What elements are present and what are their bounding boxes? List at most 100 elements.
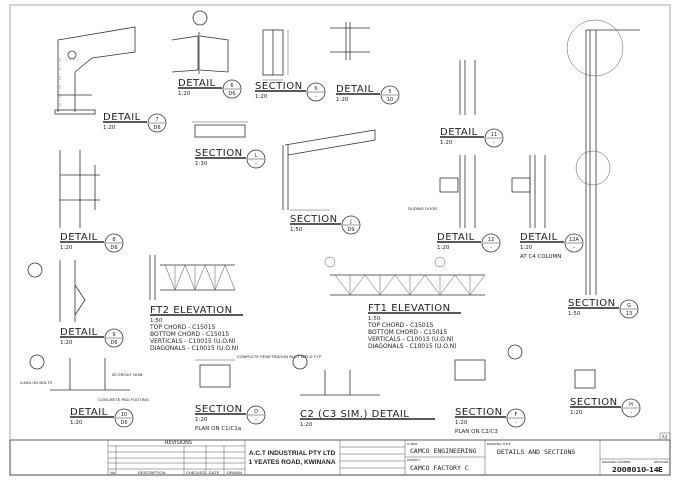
view-scale: 1:50 [290, 227, 303, 233]
project-name: CAMCO FACTORY C [410, 464, 469, 472]
project-label: PROJECT [407, 458, 420, 462]
view-scale: 1:20 [255, 94, 268, 100]
reference-sheet: D6 [110, 245, 117, 251]
reference-detail: 6 [230, 83, 233, 89]
reference-detail: 12 [488, 237, 494, 243]
view-scale: 1:20 [520, 245, 533, 251]
view-title-text: DETAIL [440, 127, 478, 138]
revision-letter: E [658, 466, 663, 474]
view-title-text: DETAIL [520, 232, 558, 243]
reference-detail: 8 [112, 237, 115, 243]
reference-detail: L [255, 153, 258, 159]
view-scale: 1:20 [60, 340, 73, 346]
view-title-text: C2 (C3 SIM.) DETAIL [300, 409, 409, 420]
reference-detail: K [314, 86, 318, 92]
reference-detail: G [627, 303, 631, 309]
company-name: A.C.T INDUSTRIAL PTY LTD [249, 450, 336, 457]
view-scale: 1:20 [440, 140, 453, 146]
view-title-text: DETAIL [437, 232, 475, 243]
view-scale: 1:20 [70, 420, 83, 426]
view-scale: 1:20 [336, 97, 349, 103]
reference-detail: 11 [491, 132, 497, 138]
title-block: REVISIONS No DESCRIPTION CHECKED DATE DR… [9, 432, 671, 476]
reference-detail: D [254, 409, 258, 415]
view-note: AT C4 COLUMN [520, 254, 561, 260]
view-title-text: SECTION [255, 81, 303, 92]
reference-detail: 10 [121, 412, 127, 418]
client-label: CLIENT [407, 442, 418, 446]
member-spec: TOP CHORD - C15015 [149, 324, 216, 331]
view-title: DETAIL 1:20 12A - AT C4 COLUMN [520, 232, 584, 260]
member-spec: DIAGONALS - C10015 (U.O.N) [150, 345, 239, 352]
member-spec: VERTICALS - C10015 (U.O.N) [150, 338, 236, 345]
callout-bolts: 4-M24 HD BOLTS [20, 380, 52, 385]
reference-sheet: D9 [347, 227, 354, 233]
member-spec: VERTICALS - C10015 (U.O.N) [368, 336, 454, 343]
drawing-number: 2008010-14 [612, 466, 659, 474]
reference-detail: 7 [155, 117, 158, 123]
reference-sheet: - [490, 245, 492, 251]
reference-sheet: D6 [228, 91, 235, 97]
view-title-text: SECTION [570, 397, 618, 408]
view-title-text: SECTION [455, 407, 503, 418]
view-scale: 1:20 [60, 245, 73, 251]
member-spec: BOTTOM CHORD - C15015 [150, 331, 229, 338]
reference-sheet: 10 [387, 97, 393, 103]
reference-sheet: D6 [120, 420, 127, 426]
drawing-title: DETAILS AND SECTIONS [497, 448, 575, 456]
reference-detail: 12A [569, 237, 579, 243]
view-title-text: FT1 ELEVATION [368, 303, 451, 314]
view-title-text: SECTION [290, 214, 338, 225]
callout-footing: CONCRETE PAD FOOTING [98, 397, 149, 402]
member-spec: BOTTOM CHORD - C15015 [368, 329, 447, 336]
rev-col-description: DESCRIPTION [138, 470, 165, 475]
view-scale: 1:20 [455, 420, 468, 426]
reference-sheet: - [255, 417, 257, 423]
view-note: PLAN ON C1/C1a [195, 426, 241, 432]
view-scale: 1:20 [570, 410, 583, 416]
view-title: DETAIL 1:20 7D6 [103, 112, 167, 133]
view-title-text: SECTION [195, 404, 243, 415]
view-titles: DETAIL1:207D6DETAIL1:206D6SECTION1:20K-D… [60, 78, 641, 435]
view-title-text: FT2 ELEVATION [150, 305, 233, 316]
view-scale: 1:50 [568, 311, 581, 317]
sheet-size: A3 [662, 435, 668, 440]
view-title: DETAIL 1:20 9D6 [60, 327, 124, 348]
callout-penetration: COMPLETE PENETRATION BUTT WELD TYP. [237, 354, 322, 359]
view-title-text: DETAIL [60, 327, 98, 338]
view-scale: 1:20 [103, 125, 116, 131]
reference-detail: 9 [112, 332, 115, 338]
reference-sheet: 13 [626, 311, 632, 317]
rev-col-checked: CHECKED [186, 470, 206, 475]
reference-sheet: - [573, 245, 575, 251]
view-title-text: DETAIL [103, 112, 141, 123]
reference-sheet: D6 [153, 125, 160, 131]
drawing-number-label: DRAWING NUMBER [602, 460, 631, 464]
reference-sheet: D6 [110, 340, 117, 346]
view-note: PLAN ON C2/C3 [455, 429, 498, 435]
view-title: DETAIL 1:20 5 10 [336, 84, 400, 105]
rev-col-no: No [110, 470, 116, 475]
reference-detail: F [515, 412, 518, 418]
view-scale: 1:30 [195, 161, 208, 167]
reference-sheet: - [493, 140, 495, 146]
view-scale: 1:20 [178, 91, 191, 97]
reference-sheet: - [315, 94, 317, 100]
view-scale: 1:20 [195, 417, 208, 423]
reference-detail: 5 [388, 89, 391, 95]
view-title-text: SECTION [568, 298, 616, 309]
view-title-text: DETAIL [70, 407, 108, 418]
view-title-text: DETAIL [336, 84, 374, 95]
linework [27, 10, 640, 396]
drawing-title-label: DRAWING TITLE [487, 442, 511, 446]
rev-col-date: DATE [209, 470, 220, 475]
